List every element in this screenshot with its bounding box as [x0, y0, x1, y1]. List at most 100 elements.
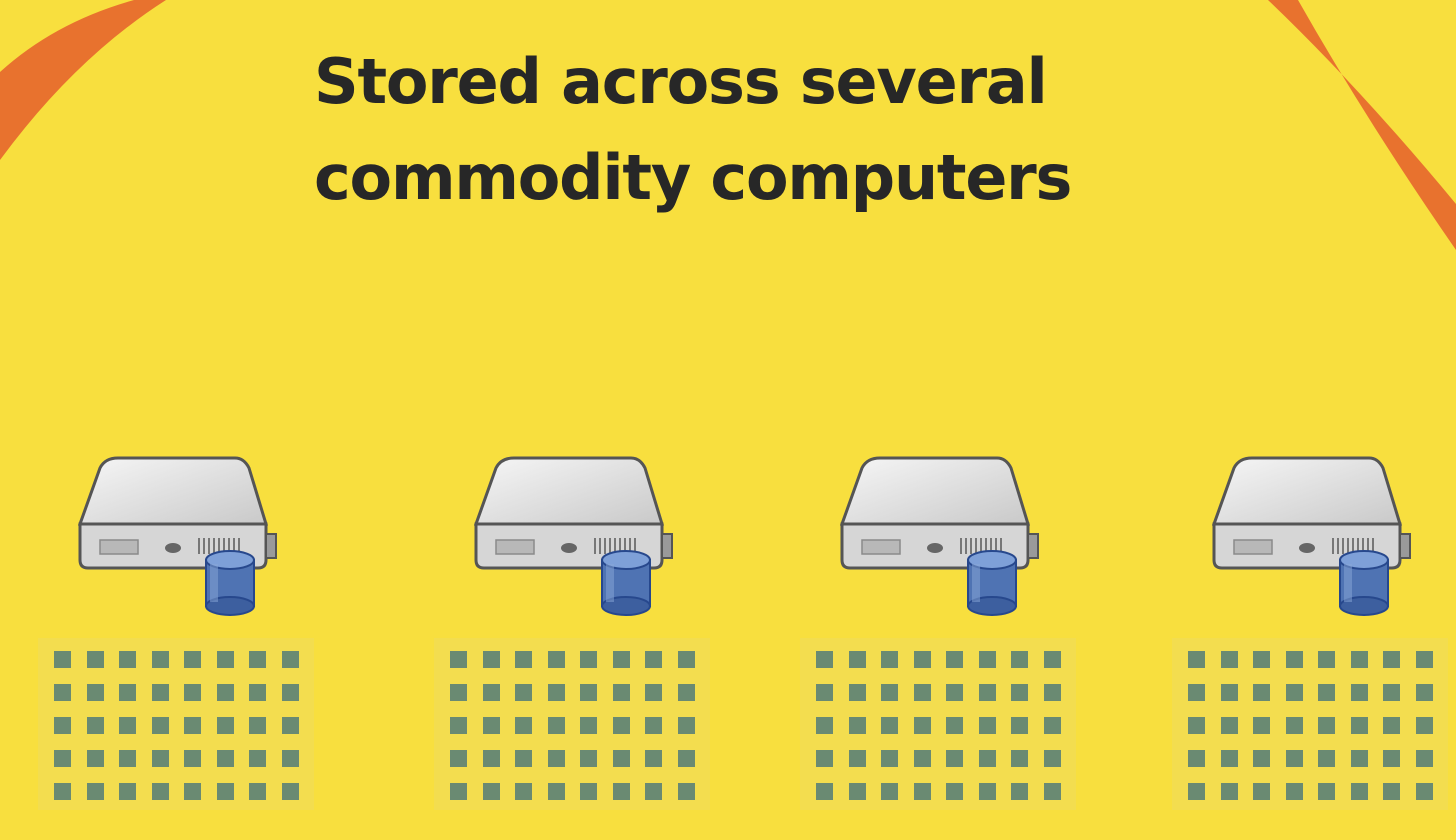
data-block-icon — [1188, 717, 1205, 734]
data-block-icon — [119, 684, 136, 701]
data-block-icon — [249, 717, 266, 734]
data-block-icon — [515, 750, 532, 767]
data-block-icon — [482, 717, 500, 734]
data-block-icon — [119, 651, 136, 668]
data-block-icon — [1285, 783, 1303, 800]
data-block-icon — [1350, 750, 1368, 767]
data-block-icon — [978, 750, 996, 767]
data-block-icon — [450, 750, 467, 767]
data-block-icon — [1350, 783, 1368, 800]
data-block-icon — [677, 651, 695, 668]
data-block-icon — [482, 783, 500, 800]
data-block-icon — [580, 750, 597, 767]
data-block-icon — [515, 783, 532, 800]
data-block-icon — [1011, 684, 1028, 701]
data-block-icon — [1415, 717, 1433, 734]
data-block-icon — [1220, 717, 1238, 734]
data-block-icon — [1188, 651, 1205, 668]
data-block-icon — [184, 783, 201, 800]
data-block-icon — [677, 750, 695, 767]
data-block-icon — [184, 651, 201, 668]
data-block-icon — [281, 651, 299, 668]
data-block-icon — [450, 684, 467, 701]
data-block-icon — [848, 783, 866, 800]
data-block-icon — [450, 717, 467, 734]
data-block-icon — [1415, 684, 1433, 701]
data-block-icon — [1415, 750, 1433, 767]
data-block-icon — [86, 651, 104, 668]
title-line-2: commodity computers — [314, 141, 1072, 214]
data-block-icon — [281, 684, 299, 701]
data-block-icon — [1043, 717, 1061, 734]
data-block-icon — [216, 783, 234, 800]
data-block-icon — [677, 684, 695, 701]
data-block-icon — [612, 717, 630, 734]
data-block-icon — [482, 750, 500, 767]
data-block-icon — [119, 750, 136, 767]
data-block-icon — [54, 750, 71, 767]
data-block-icon — [913, 717, 931, 734]
data-block-icon — [946, 651, 963, 668]
data-block-icon — [946, 684, 963, 701]
data-block-icon — [816, 750, 833, 767]
data-block-icon — [515, 651, 532, 668]
data-block-icon — [881, 684, 898, 701]
data-block-icon — [1318, 717, 1335, 734]
data-block-icon — [249, 783, 266, 800]
data-block-icon — [946, 750, 963, 767]
database-icon — [1339, 550, 1389, 616]
data-block-icon — [1383, 651, 1400, 668]
data-block-icon — [450, 651, 467, 668]
data-block-icon — [184, 717, 201, 734]
data-block-icon — [580, 717, 597, 734]
database-icon — [967, 550, 1017, 616]
data-block-icon — [249, 651, 266, 668]
data-block-icon — [482, 684, 500, 701]
data-block-icon — [482, 651, 500, 668]
data-block-icon — [848, 750, 866, 767]
server-icon — [78, 456, 277, 616]
data-block-icon — [580, 684, 597, 701]
data-block-icon — [184, 750, 201, 767]
data-block-icon — [612, 783, 630, 800]
data-block-icon — [677, 717, 695, 734]
data-block-icon — [1220, 750, 1238, 767]
data-block-icon — [978, 783, 996, 800]
data-block-icon — [612, 684, 630, 701]
data-block-icon — [515, 684, 532, 701]
data-block-icon — [216, 651, 234, 668]
data-block-icon — [1253, 750, 1270, 767]
data-block-icon — [249, 684, 266, 701]
data-block-icon — [881, 750, 898, 767]
data-block-icon — [913, 783, 931, 800]
data-block-icon — [216, 717, 234, 734]
data-block-icon — [281, 750, 299, 767]
data-block-icon — [184, 684, 201, 701]
data-block-icon — [1253, 651, 1270, 668]
data-block-icon — [1188, 684, 1205, 701]
server-icon — [474, 456, 673, 616]
data-block-icon — [1318, 783, 1335, 800]
title-line-1: Stored across several — [314, 45, 1048, 118]
server-4 — [1172, 456, 1452, 836]
data-block-icon — [86, 750, 104, 767]
data-block-icon — [86, 717, 104, 734]
data-block-icon — [1011, 750, 1028, 767]
data-block-icon — [151, 783, 169, 800]
data-block-icon — [1220, 651, 1238, 668]
data-block-icon — [580, 783, 597, 800]
data-block-grid — [1172, 638, 1448, 810]
database-icon — [205, 550, 255, 616]
data-block-icon — [547, 750, 565, 767]
server-3 — [800, 456, 1080, 836]
data-block-icon — [281, 717, 299, 734]
data-block-icon — [54, 684, 71, 701]
data-block-icon — [151, 750, 169, 767]
data-block-icon — [1043, 750, 1061, 767]
data-block-icon — [1415, 783, 1433, 800]
data-block-icon — [1253, 783, 1270, 800]
data-block-icon — [816, 783, 833, 800]
server-1 — [38, 456, 318, 836]
